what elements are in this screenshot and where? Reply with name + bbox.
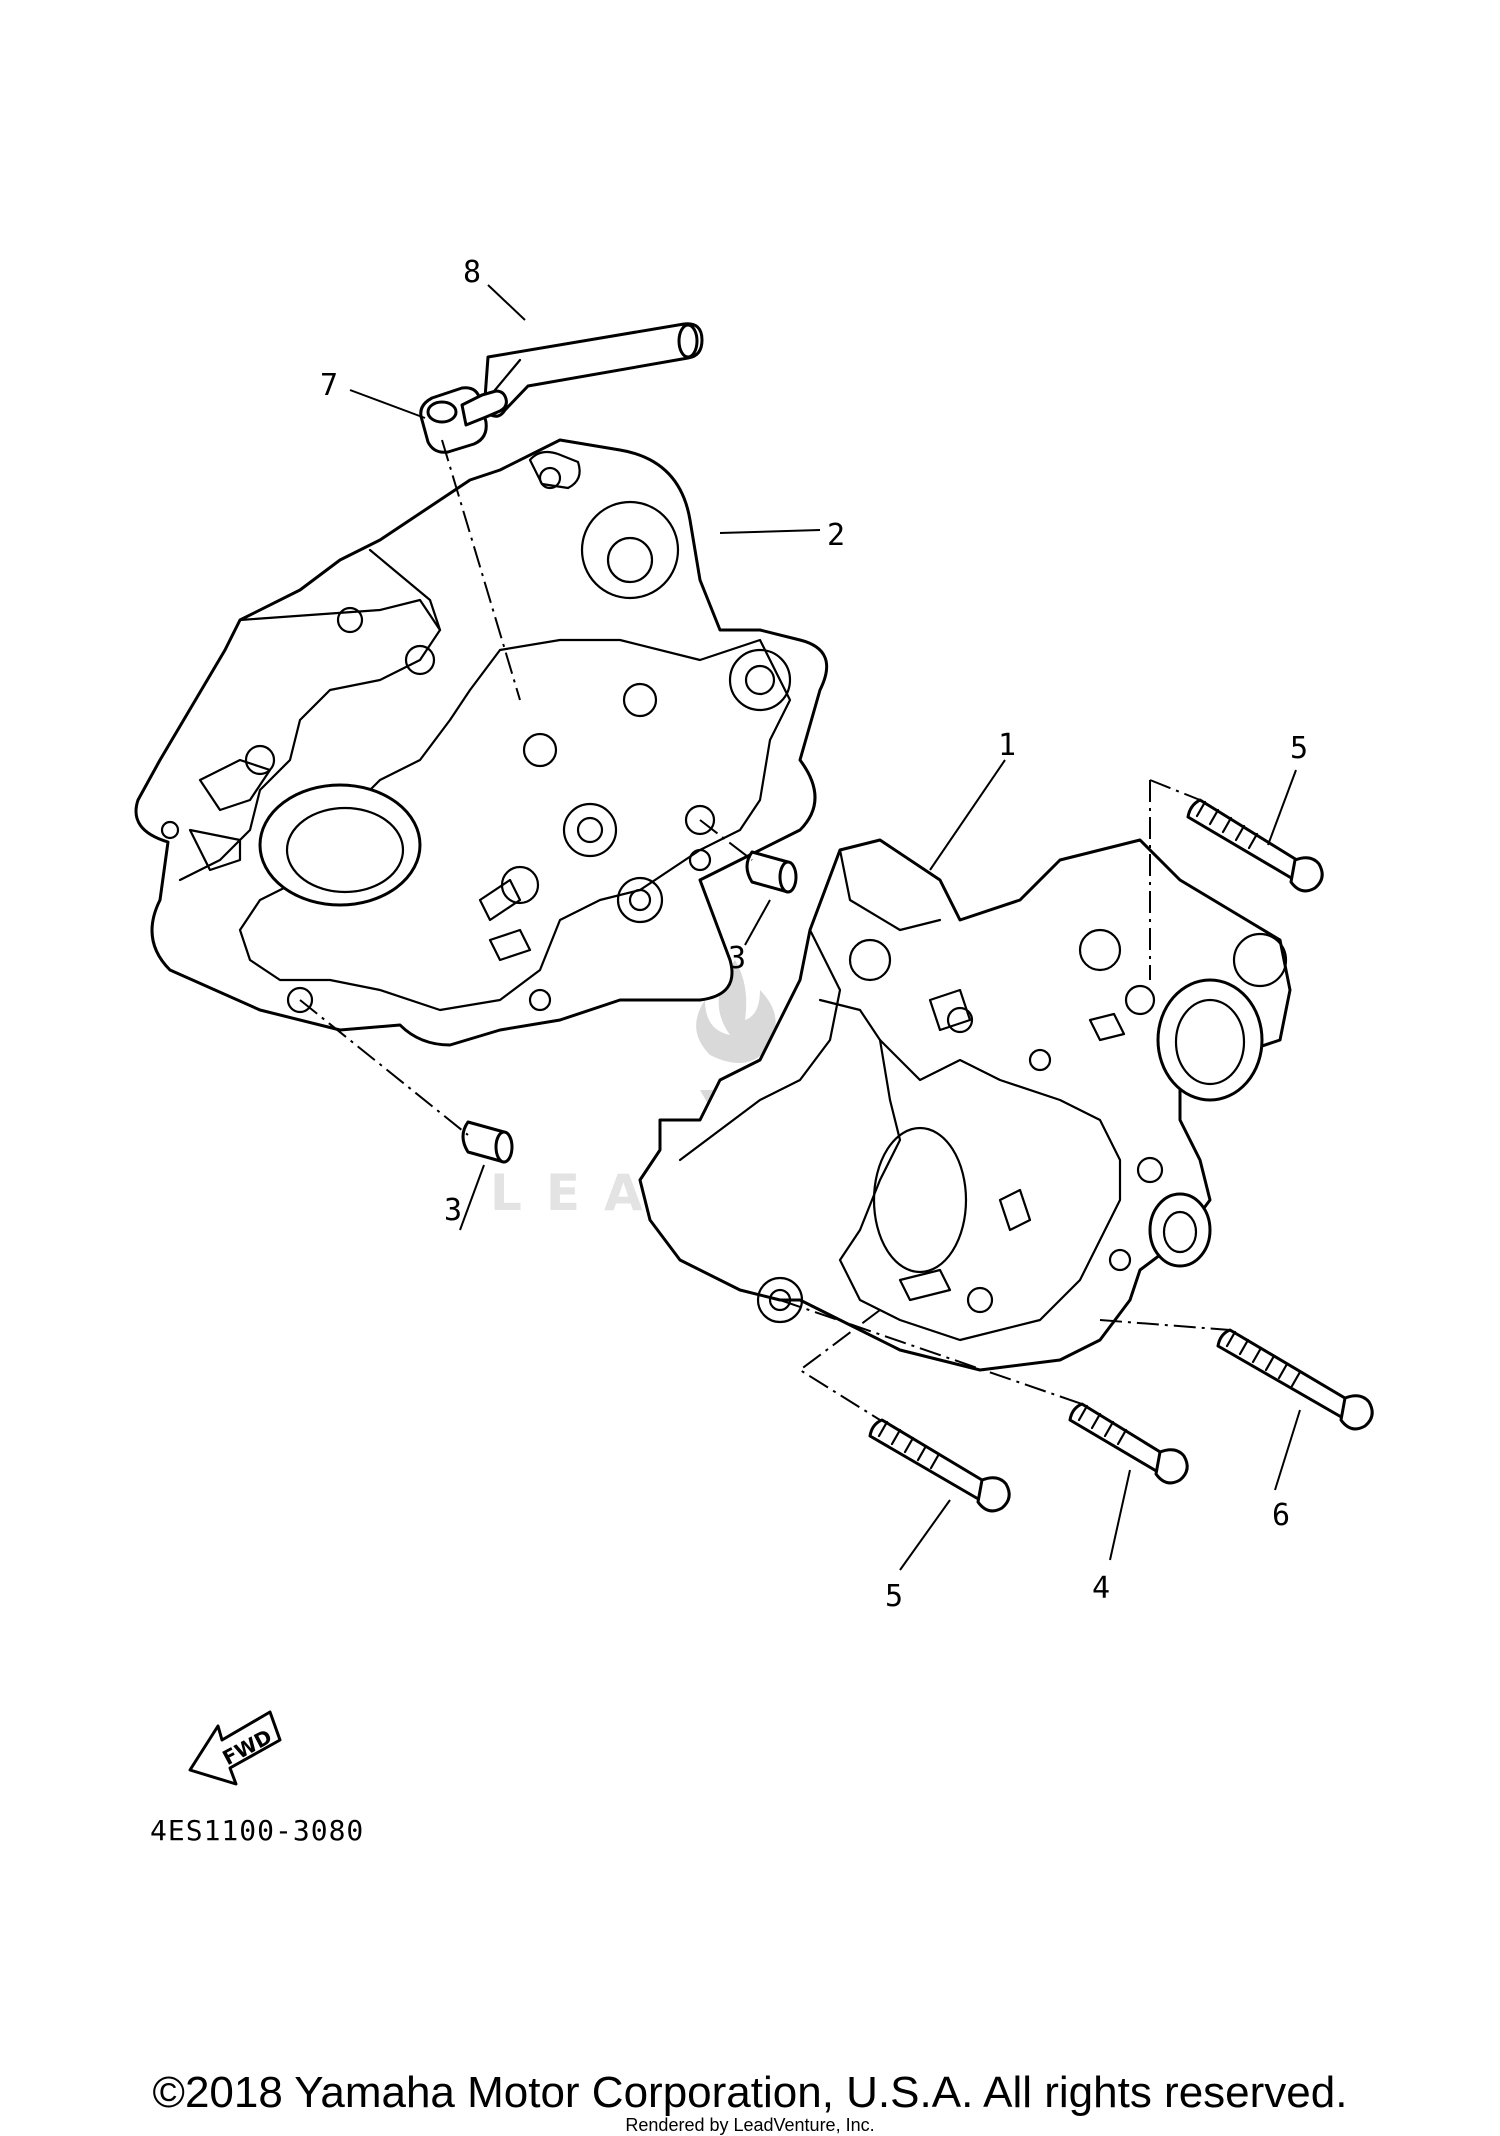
part-7-fitting [419, 386, 508, 454]
callout-8: 8 [463, 255, 481, 290]
assembly-lines [299, 439, 1231, 1421]
callout-4: 4 [1092, 1571, 1110, 1606]
part-5-bolt-upper [1186, 798, 1324, 893]
part-5-bolt-lower [868, 1418, 1011, 1513]
callout-7: 7 [320, 368, 338, 403]
part-1-right-crankcase [638, 838, 1292, 1372]
part-4-bolt [1068, 1402, 1189, 1485]
callout-6: 6 [1272, 1498, 1290, 1533]
part-6-bolt [1216, 1328, 1374, 1431]
part-8-hose [481, 322, 704, 418]
callout-5-lower: 5 [885, 1579, 903, 1614]
rendered-by-notice: Rendered by LeadVenture, Inc. [625, 2115, 875, 2135]
part-3-dowel-lower [461, 1120, 514, 1164]
callout-1: 1 [998, 728, 1016, 763]
part-3-dowel-upper [745, 850, 798, 894]
leader-lines [349, 284, 1301, 1571]
callout-5-upper: 5 [1290, 731, 1308, 766]
diagram-code: 4ES1100-3080 [150, 1814, 364, 1847]
callout-3-upper: 3 [728, 941, 746, 976]
callout-3-lower: 3 [444, 1193, 462, 1228]
part-2-left-crankcase [134, 438, 829, 1047]
forward-arrow-icon: FWD [188, 1710, 282, 1786]
callout-2: 2 [827, 518, 845, 553]
copyright-notice: ©2018 Yamaha Motor Corporation, U.S.A. A… [152, 2068, 1348, 2117]
